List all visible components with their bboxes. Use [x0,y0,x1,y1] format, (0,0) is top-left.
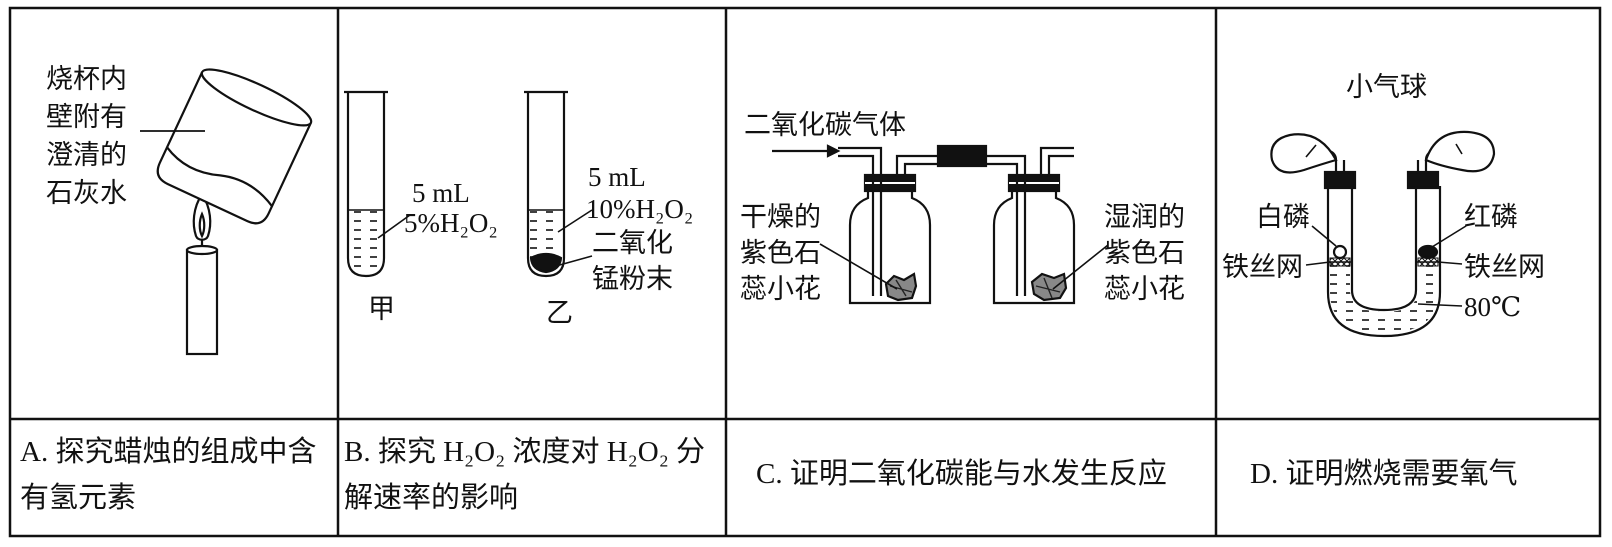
dry-flower-line-1: 干燥的 [740,202,821,232]
white-phosphorus [1332,244,1348,260]
dry-flower-line-3: 蕊小花 [740,274,821,304]
test-tube-jia [344,90,411,278]
caption-c: C. 证明二氧化碳能与水发生反应 [756,458,1167,490]
wire-mesh-right-icon [1417,257,1439,267]
tube-yi-solid-line-2: 锰粉末 [592,264,673,294]
mno2-powder [529,252,563,274]
wet-flower [1030,272,1068,302]
tube-jia-solution: 5%H₂O₂ [404,208,498,238]
white-phosphorus-label: 白磷 [1256,202,1310,232]
caption-b-line-1: B. 探究 H₂O₂ 浓度对 H₂O₂ 分 [344,436,706,468]
beaker-label-line-2: 壁附有 [46,102,127,132]
table-frame [8,6,1602,538]
candle [185,248,219,356]
tube-yi-solid-line-1: 二氧化 [592,228,673,258]
wet-flower-line-2: 紫色石 [1104,238,1185,268]
red-phosphorus [1417,244,1439,260]
co2-apparatus [772,144,1109,305]
wet-flower-line-3: 蕊小花 [1104,274,1185,304]
beaker-label-line-1: 烧杯内 [46,64,127,94]
candle-apparatus [140,68,313,356]
beaker [156,68,313,225]
tube-yi-solution: 10%H₂O₂ [586,194,694,224]
wet-flower-line-1: 湿润的 [1104,202,1185,232]
beaker-label-line-4: 石灰水 [46,178,127,208]
balloon-label: 小气球 [1346,72,1427,102]
tube-jia-volume: 5 mL [412,178,470,208]
wire-mesh-right-label: 铁丝网 [1464,252,1545,282]
caption-d: D. 证明燃烧需要氧气 [1250,458,1518,490]
caption-b-line-2: 解速率的影响 [344,482,519,514]
wire-mesh-left-label: 铁丝网 [1222,252,1303,282]
tube-jia-name: 甲 [368,294,395,324]
dry-flower-line-2: 紫色石 [740,238,821,268]
beaker-label-line-3: 澄清的 [46,140,127,170]
test-tube-yi [524,90,593,278]
caption-a-line-2: 有氢元素 [20,482,137,514]
hot-water [1330,262,1438,333]
gas-label: 二氧化碳气体 [744,110,906,140]
tube-yi-volume: 5 mL [588,162,646,192]
balloon-left [1270,133,1338,174]
temperature-label: 80℃ [1464,292,1522,322]
u-tube-apparatus [1270,130,1496,338]
red-phosphorus-label: 红磷 [1464,202,1518,232]
caption-a-line-1: A. 探究蜡烛的组成中含 [20,436,317,468]
tube-yi-name: 乙 [546,298,573,328]
wire-mesh-left-icon [1329,257,1351,267]
